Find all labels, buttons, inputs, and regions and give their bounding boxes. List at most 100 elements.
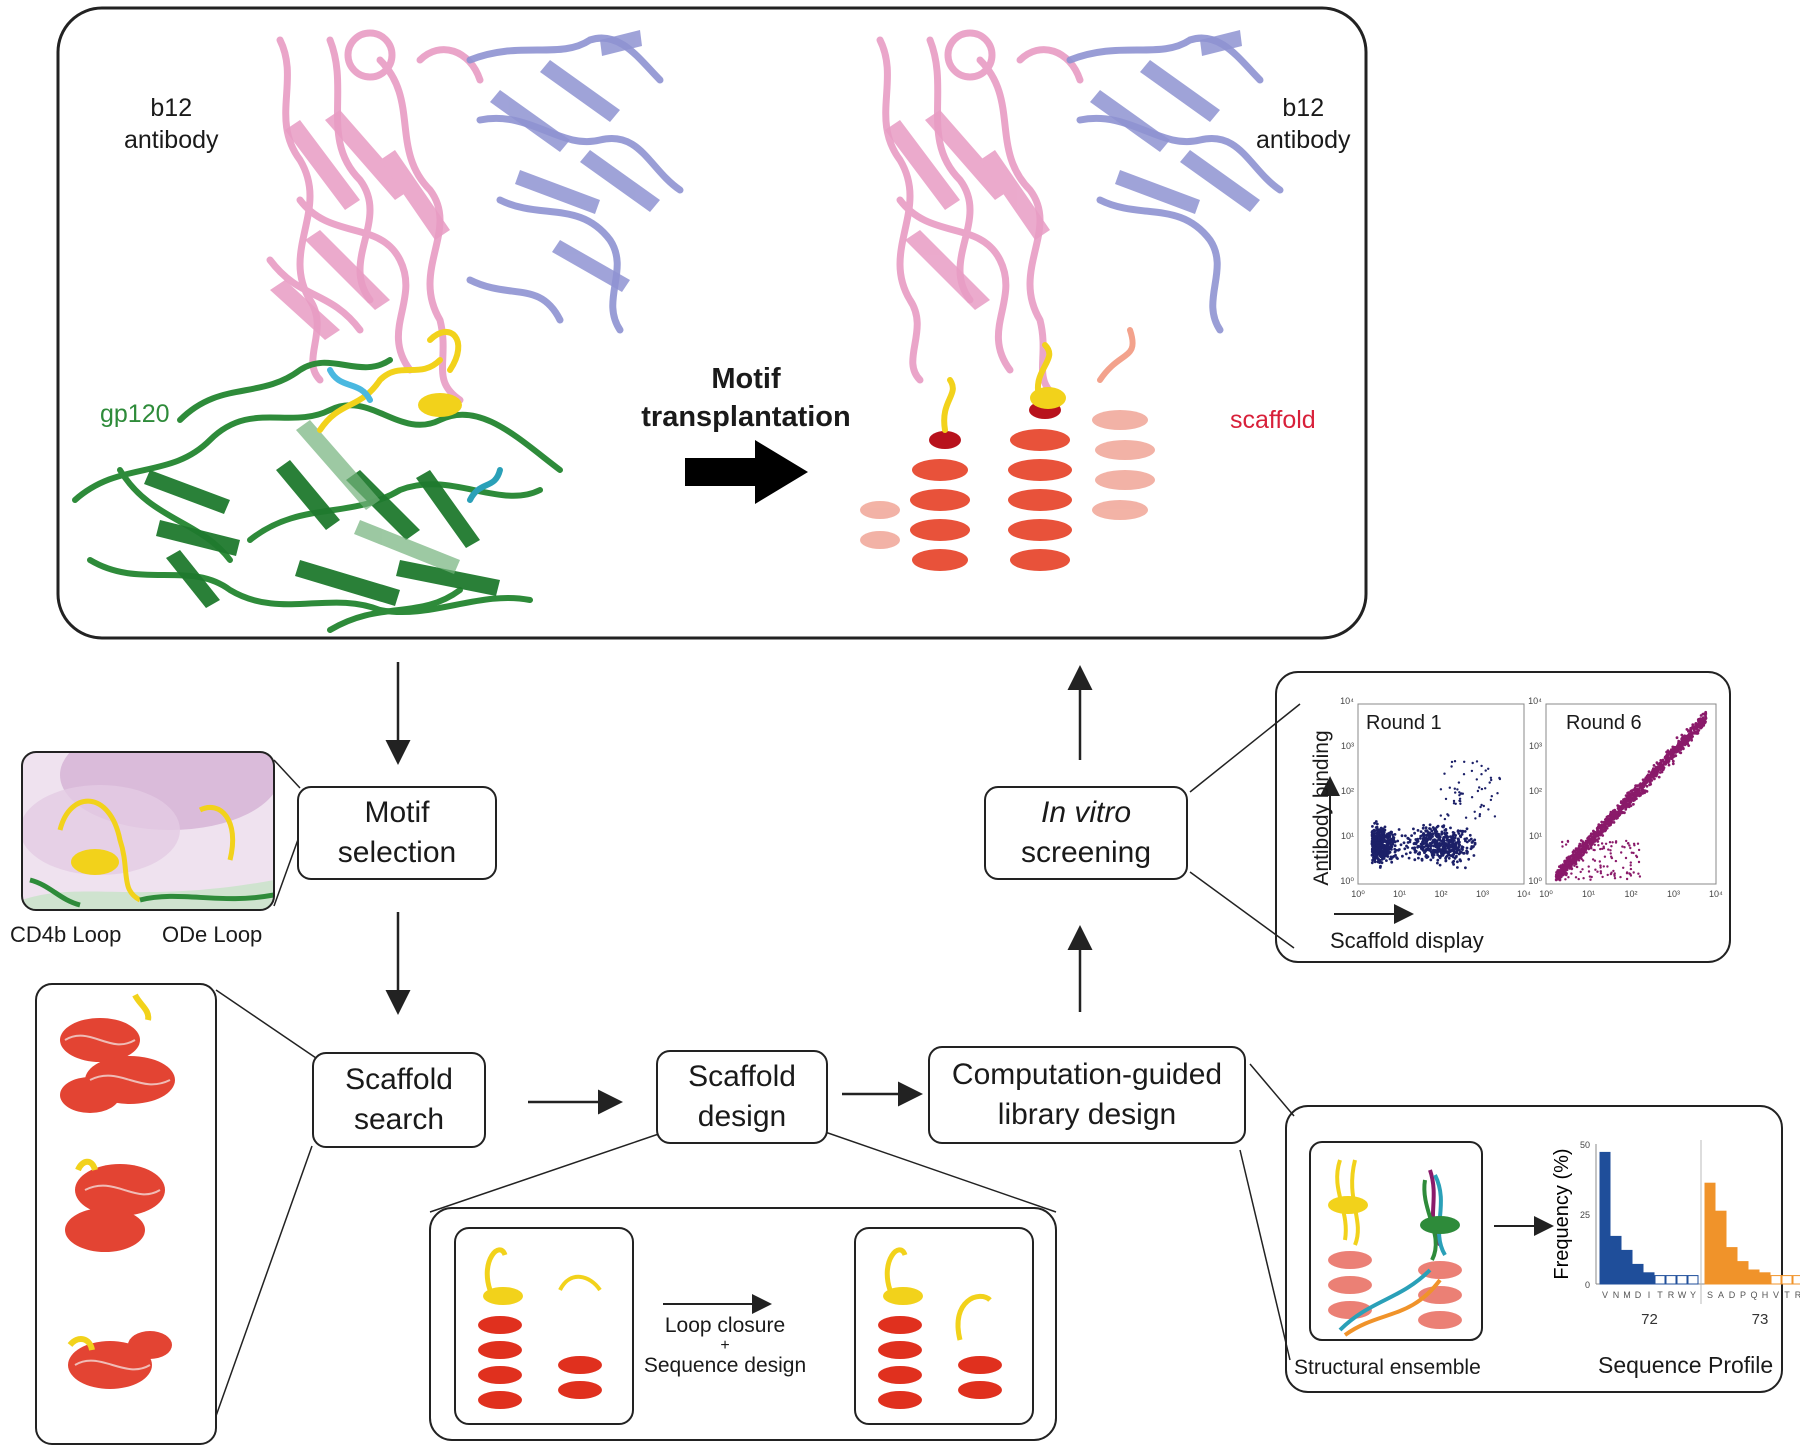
round1-dot [1431, 850, 1435, 854]
round1-dot [1498, 777, 1502, 781]
round1-dot [1429, 858, 1433, 862]
round6-dot [1622, 866, 1625, 869]
motif-inset [21, 751, 301, 911]
round1-dot [1393, 844, 1397, 848]
round1-dot [1425, 834, 1429, 838]
round1-dot [1376, 841, 1380, 844]
round6-dot [1585, 851, 1588, 854]
round1-dot [1459, 802, 1462, 805]
round1-dot [1460, 847, 1464, 851]
round1-dot [1420, 858, 1424, 862]
round6-dot [1606, 865, 1609, 868]
round1-dot [1372, 842, 1376, 846]
scaffold-design-inset [429, 1123, 1057, 1441]
round1-dot [1468, 839, 1471, 842]
round1-dot [1372, 845, 1376, 848]
round6-dot [1624, 856, 1628, 860]
round1-dot [1383, 834, 1387, 837]
round6-dot [1573, 864, 1576, 867]
round1-dot [1461, 829, 1465, 833]
round1-dot [1375, 826, 1379, 830]
round6-dot [1677, 741, 1680, 745]
round1-dot [1458, 799, 1461, 802]
round1-dot [1436, 833, 1440, 837]
profile-bar [1715, 1210, 1727, 1285]
round1-dot [1437, 854, 1441, 858]
round6-dot [1696, 724, 1700, 728]
round6-dot [1694, 722, 1698, 726]
round6-dot [1687, 730, 1690, 733]
round1-dot [1466, 850, 1469, 854]
x-tick-label: 10¹ [1582, 889, 1595, 899]
round1-dot [1432, 853, 1436, 857]
round1-dot [1450, 836, 1454, 840]
round6-dot [1574, 857, 1578, 860]
round1-dot [1480, 764, 1483, 768]
round1-dot [1459, 792, 1463, 795]
round1-dot [1406, 846, 1410, 849]
round6-dot [1596, 870, 1599, 873]
round6-dot [1590, 875, 1593, 879]
round1-dot [1384, 844, 1387, 848]
round1-dot [1488, 781, 1491, 784]
round1-dot [1469, 847, 1473, 851]
round1-dot [1388, 832, 1392, 835]
round6-dot [1558, 873, 1561, 877]
round1-dot [1446, 843, 1449, 847]
x-tick-label: 10⁰ [1351, 889, 1365, 899]
loop-closure-text: Loop closure [664, 1314, 786, 1337]
round6-dot [1702, 723, 1706, 727]
scaffold-label: scaffold [1230, 406, 1316, 434]
round6-dot [1597, 823, 1601, 827]
round1-dot [1450, 765, 1453, 768]
round1-dot [1474, 817, 1477, 820]
round6-dot [1599, 864, 1602, 867]
round1-dot [1473, 838, 1477, 842]
round1-dot [1436, 824, 1440, 828]
round6-dot [1704, 712, 1708, 716]
round1-dot [1382, 849, 1386, 852]
round6-dot [1646, 777, 1650, 781]
round6-dot [1577, 852, 1580, 855]
round6-dot [1669, 750, 1673, 754]
round1-dot [1376, 833, 1380, 837]
round6-dot [1602, 845, 1605, 848]
left-motif-structure [317, 329, 503, 503]
round6-dot [1615, 817, 1618, 820]
round6-dot [1600, 842, 1604, 845]
round6-dot [1607, 848, 1610, 851]
gp120-label: gp120 [100, 400, 170, 428]
round1-dot [1468, 833, 1472, 837]
profile-category-label: M [1623, 1290, 1631, 1300]
profile-category-label: S [1707, 1290, 1713, 1300]
round6-dot [1564, 843, 1568, 846]
profile-category-label: T [1657, 1290, 1663, 1300]
profile-category-label: D [1635, 1290, 1642, 1300]
screening-line1: In vitro [1040, 796, 1132, 829]
round6-dot [1606, 873, 1609, 877]
round1-dot [1376, 831, 1380, 835]
round1-dot [1376, 844, 1380, 848]
round6-dot [1611, 814, 1614, 817]
x-tick-label: 10¹ [1393, 889, 1406, 899]
screening-inset: 10⁰10⁰10¹10¹10²10²10³10³10⁴10⁴10⁰10⁰10¹1… [1189, 671, 1731, 963]
profile-category-label: D [1729, 1290, 1736, 1300]
round6-dot [1621, 845, 1624, 848]
round6-dot [1614, 859, 1618, 863]
round6-dot [1662, 766, 1666, 770]
profile-y-tick: 0 [1585, 1280, 1590, 1290]
round1-dot [1462, 851, 1465, 855]
round1-dot [1380, 861, 1384, 865]
round6-dot [1580, 844, 1584, 848]
round6-dot [1593, 830, 1597, 834]
round6-dot [1623, 803, 1627, 807]
round6-dot [1581, 853, 1585, 857]
round6-dot [1633, 789, 1637, 793]
round6-dot [1582, 877, 1585, 880]
round1-dot [1490, 778, 1493, 782]
round6-dot [1641, 778, 1645, 782]
round1-dot [1447, 856, 1451, 860]
profile-y-tick: 50 [1580, 1140, 1590, 1150]
round6-dot [1631, 791, 1635, 795]
round6-dot [1601, 875, 1604, 879]
